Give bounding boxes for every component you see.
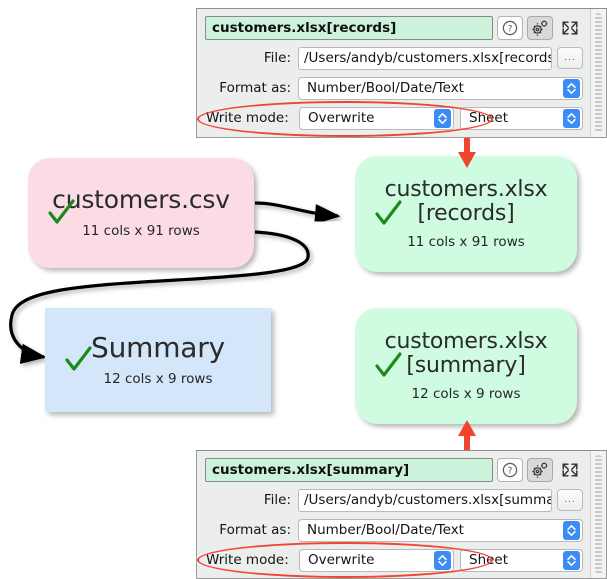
check-icon [65, 346, 92, 371]
svg-text:?: ? [508, 467, 513, 477]
edge-csv-to-records [254, 201, 341, 225]
node-title: customers.xlsx [summary] [385, 330, 548, 377]
panel-header-row: customers.xlsx[records] ? [205, 15, 583, 41]
node-customers-xlsx-summary[interactable]: customers.xlsx [summary] 12 cols x 9 row… [355, 308, 577, 424]
gear-icon [532, 20, 548, 36]
file-row: File: /Users/andyb/customers.xlsx[summar… [205, 487, 583, 513]
stepper-icon[interactable] [563, 109, 580, 128]
stepper-icon[interactable] [563, 521, 580, 540]
node-subtitle: 11 cols x 91 rows [82, 222, 200, 239]
stepper-icon[interactable] [563, 551, 580, 570]
node-title-line1: customers.xlsx [384, 329, 548, 355]
browse-button[interactable]: ... [557, 47, 583, 69]
question-circle-icon: ? [502, 20, 518, 36]
svg-text:?: ? [508, 25, 513, 35]
check-icon [375, 200, 402, 225]
node-title: customers.xlsx [records] [385, 178, 548, 225]
annotation-ellipse-write-mode-top [197, 101, 493, 137]
node-subtitle: 12 cols x 9 rows [103, 371, 213, 388]
panel-title-field[interactable]: customers.xlsx[records] [205, 16, 493, 40]
file-label: File: [263, 492, 291, 508]
file-row: File: /Users/andyb/customers.xlsx[record… [205, 45, 583, 71]
node-customers-csv[interactable]: customers.csv 11 cols x 91 rows [28, 158, 254, 268]
chevron-updown-icon [567, 525, 576, 536]
node-title-line2: [summary] [406, 352, 526, 378]
expand-arrows-icon [562, 21, 578, 35]
expand-button[interactable] [557, 16, 583, 40]
node-title-line1: customers.csv [52, 185, 230, 215]
node-title: Summary [91, 330, 225, 364]
question-circle-icon: ? [502, 462, 518, 478]
chevron-updown-icon [567, 83, 576, 94]
format-select[interactable]: Number/Bool/Date/Text [298, 518, 583, 542]
format-row: Format as: Number/Bool/Date/Text [205, 75, 583, 101]
format-label: Format as: [219, 522, 291, 538]
check-icon [48, 199, 75, 224]
gear-icon [532, 462, 548, 478]
format-row: Format as: Number/Bool/Date/Text [205, 517, 583, 543]
node-customers-xlsx-records[interactable]: customers.xlsx [records] 11 cols x 91 ro… [355, 156, 577, 272]
node-title: customers.csv [52, 187, 230, 214]
panel-title-field[interactable]: customers.xlsx[summary] [205, 458, 493, 482]
browse-button[interactable]: ... [557, 489, 583, 511]
format-select[interactable]: Number/Bool/Date/Text [298, 76, 583, 100]
node-subtitle: 11 cols x 91 rows [407, 233, 525, 250]
node-summary[interactable]: Summary 12 cols x 9 rows [45, 308, 271, 412]
format-value: Number/Bool/Date/Text [307, 80, 464, 96]
node-subtitle: 12 cols x 9 rows [411, 385, 521, 402]
format-label: Format as: [219, 80, 291, 96]
panel-scrollbar[interactable] [590, 451, 606, 578]
node-title-line1: customers.xlsx [384, 177, 548, 203]
file-path-input[interactable]: /Users/andyb/customers.xlsx[records] [298, 46, 552, 70]
file-path-input[interactable]: /Users/andyb/customers.xlsx[summary] [298, 488, 552, 512]
check-icon [375, 352, 402, 377]
panel-header-row: customers.xlsx[summary] ? [205, 457, 583, 483]
chevron-updown-icon [567, 555, 576, 566]
expand-button[interactable] [557, 458, 583, 482]
node-title-line1: Summary [91, 330, 225, 364]
annotation-ellipse-write-mode-bottom [197, 542, 493, 578]
chevron-updown-icon [567, 113, 576, 124]
settings-button[interactable] [527, 458, 553, 482]
help-button[interactable]: ? [497, 16, 523, 40]
expand-arrows-icon [562, 463, 578, 477]
stepper-icon[interactable] [563, 79, 580, 98]
help-button[interactable]: ? [497, 458, 523, 482]
node-title-line2: [records] [417, 200, 515, 226]
file-label: File: [263, 50, 291, 66]
panel-scrollbar[interactable] [590, 9, 606, 137]
settings-button[interactable] [527, 16, 553, 40]
format-value: Number/Bool/Date/Text [307, 522, 464, 538]
